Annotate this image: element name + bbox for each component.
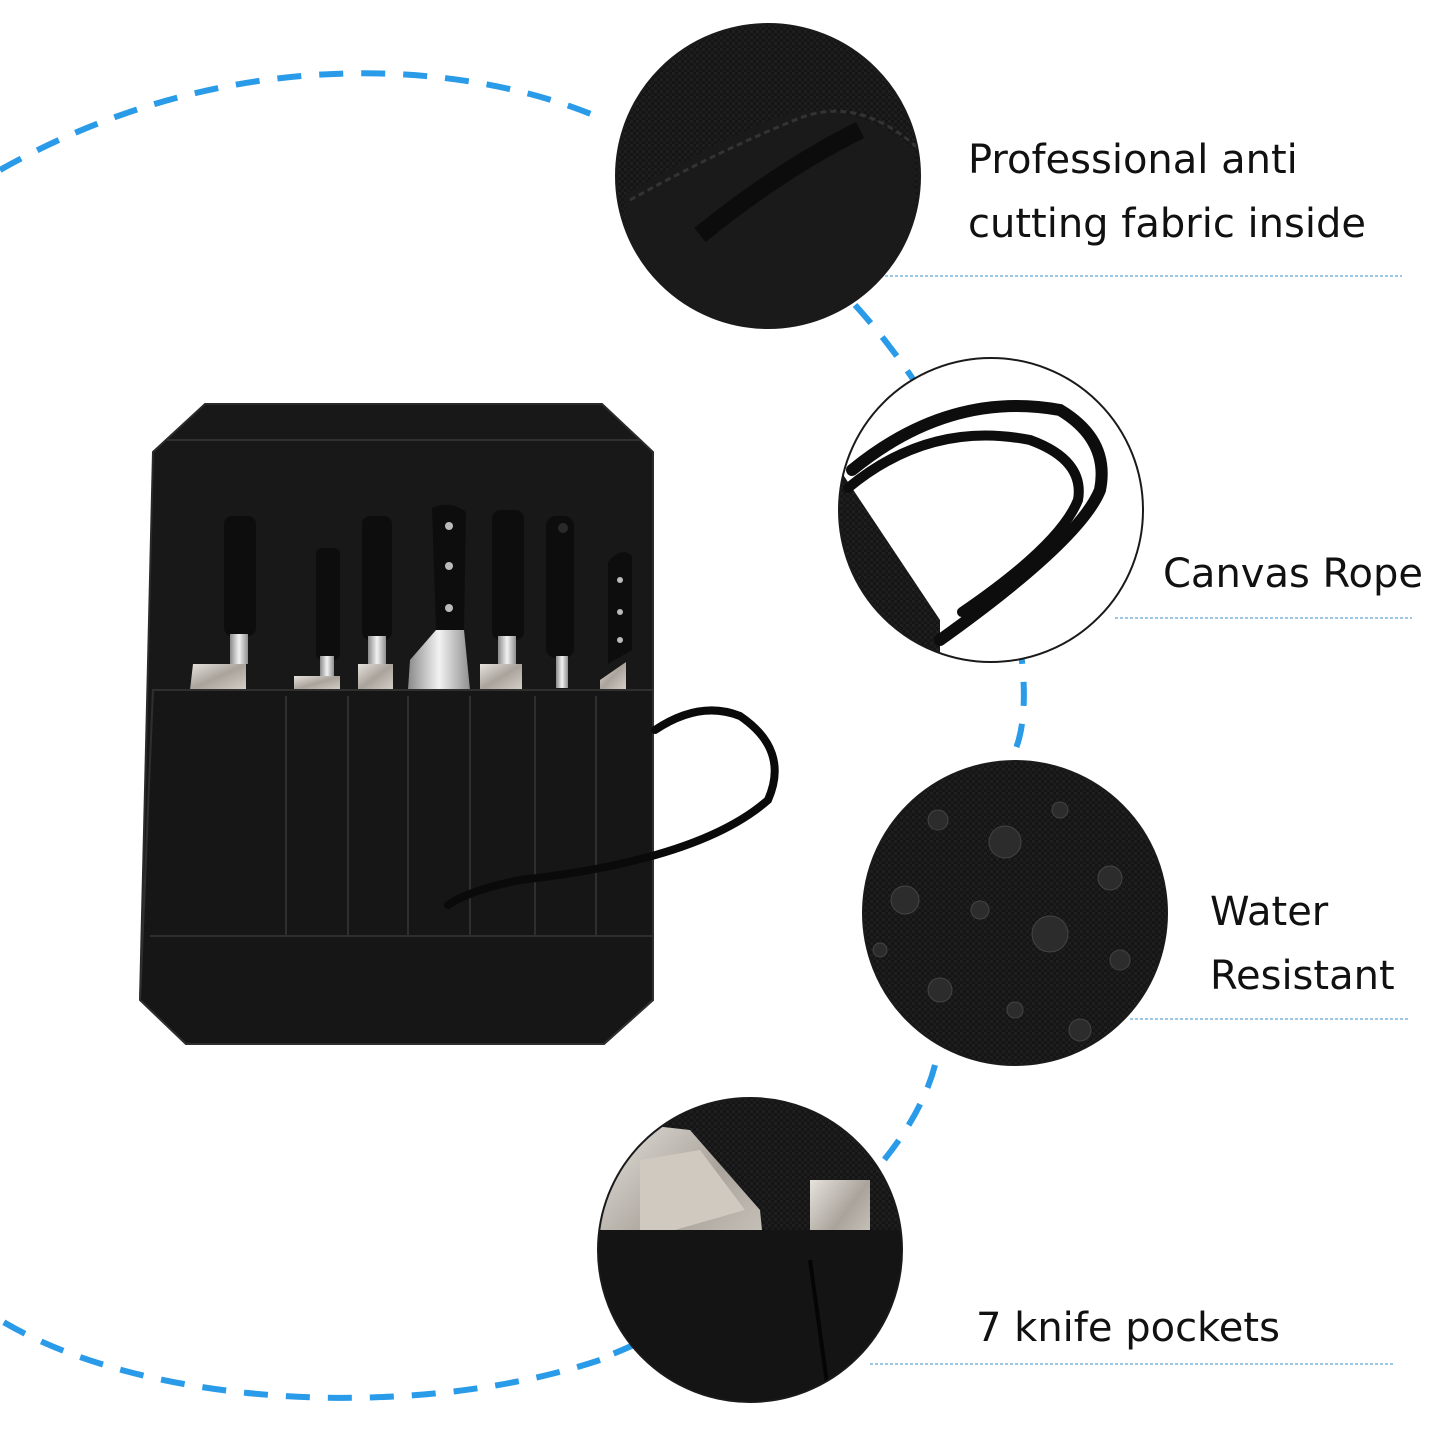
feature-label-line: Canvas Rope bbox=[1163, 551, 1423, 597]
canvas-rope-closeup bbox=[839, 358, 1143, 662]
feature-label-line: Water bbox=[1210, 889, 1329, 935]
anti-cut-fabric-closeup bbox=[616, 24, 920, 328]
knife bbox=[600, 552, 632, 690]
feature-label-knife-pockets: 7 knife pockets bbox=[976, 1296, 1280, 1360]
knife bbox=[190, 516, 256, 690]
pocket-flap bbox=[138, 689, 654, 1045]
knife bbox=[294, 548, 340, 690]
feature-circle bbox=[862, 760, 1168, 1066]
feature-circle bbox=[838, 357, 1144, 663]
water-droplets-closeup bbox=[863, 761, 1167, 1065]
feature-circle bbox=[615, 23, 921, 329]
knife-roll-photo bbox=[138, 403, 779, 1045]
knife bbox=[358, 516, 393, 690]
rope-tie bbox=[444, 706, 779, 909]
knife-pocket-closeup bbox=[598, 1098, 902, 1402]
feature-label-line: Professional anti bbox=[968, 137, 1298, 183]
knife bbox=[480, 510, 524, 690]
feature-label-anti-cut: Professional anti cutting fabric inside bbox=[968, 128, 1366, 256]
knife-set bbox=[190, 504, 632, 690]
feature-circle bbox=[597, 1097, 903, 1403]
feature-label-water-resistant: Water Resistant bbox=[1210, 880, 1395, 1008]
feature-label-line: Resistant bbox=[1210, 953, 1395, 999]
feature-label-canvas-rope: Canvas Rope bbox=[1163, 542, 1423, 606]
knife bbox=[408, 504, 470, 690]
knife bbox=[546, 516, 574, 688]
feature-label-line: 7 knife pockets bbox=[976, 1305, 1280, 1351]
feature-label-line: cutting fabric inside bbox=[968, 201, 1366, 247]
